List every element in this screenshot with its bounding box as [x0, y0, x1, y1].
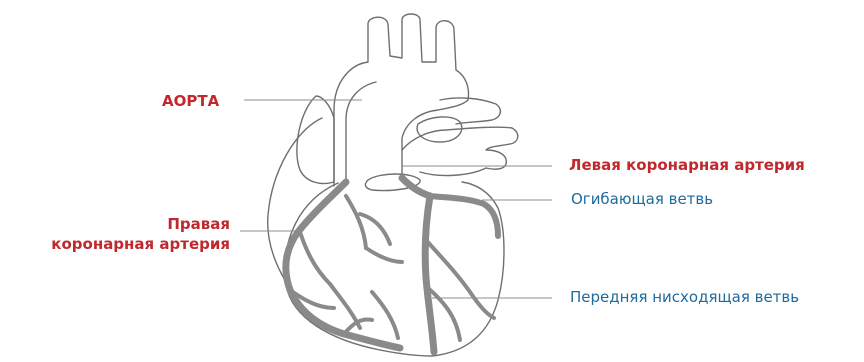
left-main [402, 178, 430, 196]
aorta-inner [346, 82, 376, 182]
circumflex-artery [430, 196, 498, 236]
left-coronary-label: Левая коронарная артерия [569, 155, 805, 175]
right-branch-1 [300, 232, 330, 284]
right-coronary-artery [286, 182, 400, 348]
inferior-branch-1 [330, 284, 360, 328]
septal-branch-1 [346, 196, 366, 248]
lad-branch-3 [470, 292, 494, 318]
circumflex-label: Огибающая ветвь [571, 189, 713, 209]
inferior-branch-2 [372, 292, 398, 338]
right-coronary-label-line1: Правая [51, 214, 230, 234]
right-coronary-label-line2: коронарная артерия [51, 234, 230, 254]
right-side-outline [268, 118, 322, 282]
right-coronary-label: Правая коронарная артерия [51, 214, 230, 254]
lad-artery [425, 196, 434, 352]
right-atrium-outline [297, 96, 334, 184]
left-vessel-outline [440, 98, 500, 124]
anterior-descending-label: Передняя нисходящая ветвь [570, 287, 799, 307]
aorta-label: АОРТА [162, 91, 219, 111]
septal-branch-3 [366, 248, 402, 262]
lad-branch-1 [426, 240, 470, 292]
